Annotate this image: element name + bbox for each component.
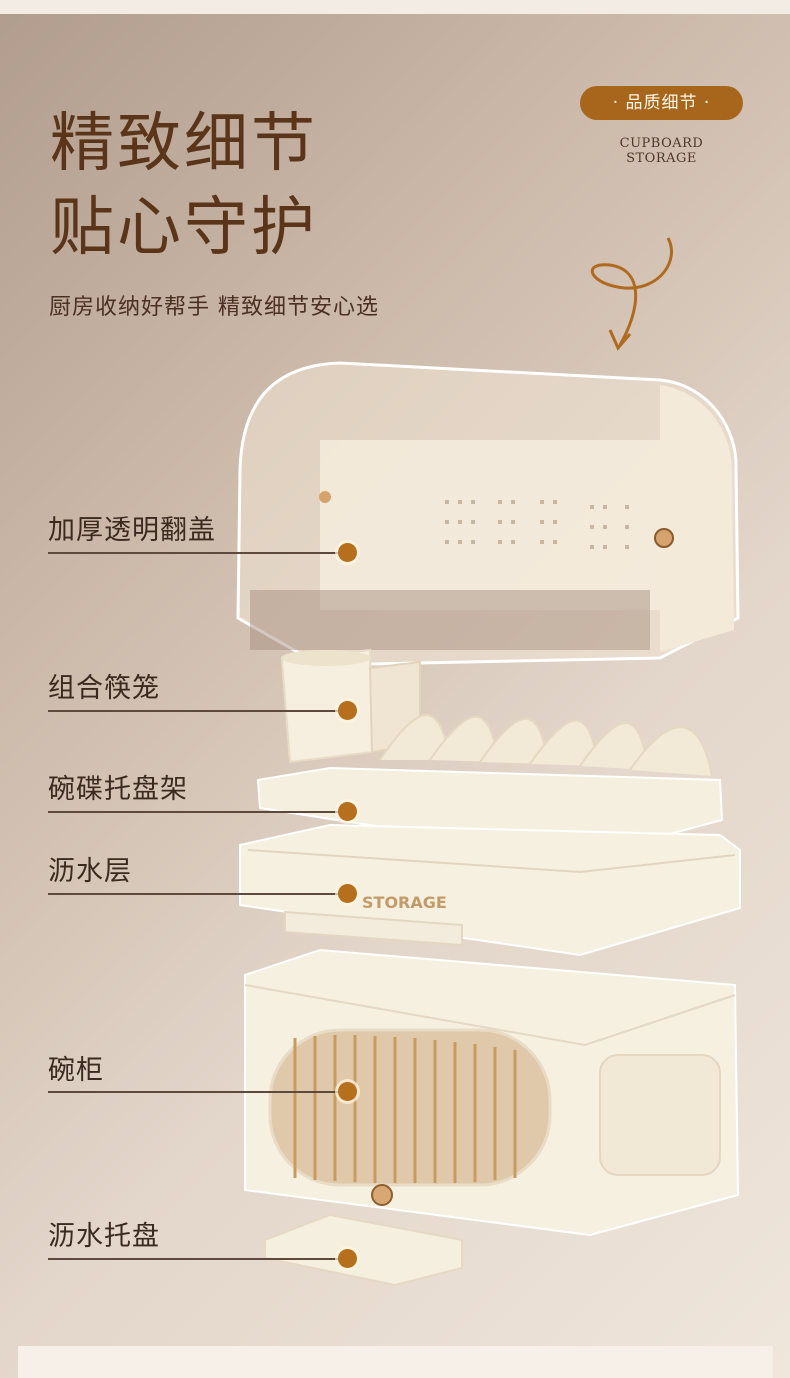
part-label-drain-tray: 沥水托盘 xyxy=(48,1221,160,1252)
headline-line-2: 贴心守护 xyxy=(50,191,318,265)
leader-line-lid xyxy=(48,552,348,554)
headline-line-1: 精致细节 xyxy=(50,107,318,181)
leader-line-chopstick-cage xyxy=(48,710,348,712)
curly-arrow-icon xyxy=(590,237,673,346)
marker-dot-lid xyxy=(338,543,357,562)
part-label-cabinet: 碗柜 xyxy=(48,1055,104,1086)
marker-dot-drain-tray xyxy=(338,1249,357,1268)
storage-print: STORAGE xyxy=(362,893,447,912)
lid-illustration xyxy=(236,361,740,667)
drain-tray-illustration xyxy=(264,1213,463,1287)
part-label-chopstick-cage: 组合筷笼 xyxy=(48,673,160,704)
leader-line-drain-tray xyxy=(48,1258,348,1260)
marker-dot-chopstick-cage xyxy=(338,701,357,720)
marker-dot-draining-layer xyxy=(338,884,357,903)
draining-layer-illustration: STORAGE xyxy=(239,823,741,957)
badge-english-text: CUPBOARD STORAGE xyxy=(580,136,743,166)
cabinet-illustration xyxy=(244,948,740,1237)
marker-dot-dish-rack xyxy=(338,802,357,821)
leader-line-cabinet xyxy=(48,1091,348,1093)
part-label-draining-layer: 沥水层 xyxy=(48,856,132,887)
badge-english-line-1: CUPBOARD xyxy=(619,136,704,151)
part-label-lid: 加厚透明翻盖 xyxy=(48,515,216,546)
subtitle: 厨房收纳好帮手 精致细节安心选 xyxy=(49,295,379,320)
top-strip xyxy=(0,0,790,14)
leader-line-draining-layer xyxy=(48,893,348,895)
badge-english-line-2: STORAGE xyxy=(626,151,697,166)
marker-dot-cabinet xyxy=(338,1082,357,1101)
part-label-dish-rack: 碗碟托盘架 xyxy=(48,774,188,805)
quality-badge: · 品质细节 · xyxy=(580,86,743,120)
bottom-panel xyxy=(18,1346,773,1378)
leader-line-dish-rack xyxy=(48,811,348,813)
